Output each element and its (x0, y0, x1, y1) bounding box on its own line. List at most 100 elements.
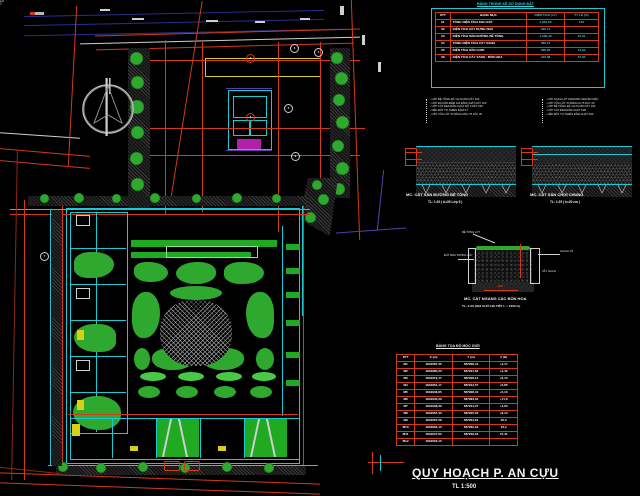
housing-strip[interactable] (70, 212, 128, 434)
table-row[interactable]: M5 1842648,85 587908,44 +5,10 (395, 389, 518, 397)
building-outline (226, 88, 272, 89)
table-row[interactable]: M7 1842638,36 587914,27 +4,60 (395, 403, 518, 411)
cell-item: TỔNG DIỆN TÍCH KHU ĐẤT (449, 19, 528, 27)
cell-y (451, 438, 491, 446)
house-icon (76, 215, 90, 226)
cell-stt: 06 (435, 54, 451, 62)
table-row[interactable]: 01 TỔNG DIỆN TÍCH KHU ĐẤT 2.854,80 100 (435, 19, 599, 27)
cell-z: +8,10 (489, 410, 518, 418)
tree-symbol (180, 463, 190, 473)
cell-y: 587928,12 (451, 375, 491, 383)
street-kerb (10, 209, 310, 210)
callout-bubble[interactable]: 1 (246, 54, 255, 63)
tree-symbol (333, 94, 345, 106)
legend-col-item: HẠNG MỤC (449, 12, 528, 20)
table-row[interactable]: 04 TỔNG DIỆN TÍCH CÂY XANH 368,21 (435, 40, 599, 48)
table-row[interactable]: M8 1842654,40 587925,02 +8,10 (395, 410, 518, 418)
path-edge (282, 226, 283, 416)
table-row[interactable]: M11 1842647,62 587918,04 47,41 (395, 431, 518, 439)
housing-divider (96, 212, 97, 432)
coord-table[interactable]: STT X (m) Y (m) Z (H) M1 1842687,45 5879… (395, 354, 518, 446)
cell-z: +4,42 (489, 368, 518, 376)
cell-z: 23,2 (489, 424, 518, 432)
marker-tag (30, 12, 35, 15)
layer-line (416, 184, 516, 185)
table-row[interactable]: M3 1842672,17 587928,12 +6,10 (395, 375, 518, 383)
table-row[interactable]: 05 DIỆN TÍCH SÂN CHƠI 408,60 14,32 (435, 47, 599, 55)
tree-symbol (335, 72, 348, 85)
table-row[interactable]: M6 1842640,26 587894,04 +71,8 (395, 396, 518, 404)
callout-bubble[interactable]: 5 (284, 104, 293, 113)
kerb-line (302, 196, 303, 316)
highlight-marker (72, 424, 80, 436)
table-row[interactable]: 02 DIỆN TÍCH XÂY DỰNG NHÀ 346,71 (435, 26, 599, 34)
table-row[interactable]: M10 1842662,10 587902,04 23,2 (395, 424, 518, 432)
detail-scale: TL: 1:20 ( A=50 Lớp 8 ) (428, 200, 463, 204)
note-line: - LỚP BÊ TÔNG ĐÁ 1x2 M.200 DÀY 100 (430, 98, 480, 101)
detail-section-playground[interactable]: - LỚP GẠCH LÁT TERAZZO 400x400 MÀU - LỚP… (520, 96, 632, 212)
kerb-block (468, 248, 476, 284)
grid-line (320, 42, 321, 222)
cell-stt: M10 (395, 424, 416, 432)
callout-bubble[interactable]: 6 (291, 152, 300, 161)
hedge (286, 244, 300, 250)
callout-bubble[interactable]: 2 (246, 113, 255, 122)
cell-z: +4,17 (489, 361, 518, 369)
dimension-tick (132, 18, 144, 20)
cell-stt: 04 (435, 40, 451, 48)
cell-area: 346,71 (526, 26, 566, 34)
boundary-line (0, 148, 90, 157)
detail-section-road[interactable]: - LỚP BÊ TÔNG ĐÁ 1x2 M.200 DÀY 100 - LỚP… (404, 96, 516, 212)
planter-symbol (138, 386, 160, 398)
cell-x: 1842661,17 (414, 382, 453, 390)
lawn-band (131, 252, 251, 258)
cell-area: 446,08 (526, 54, 566, 62)
cell-stt: 01 (435, 19, 451, 27)
lawn-blob (134, 262, 168, 282)
callout-bubble[interactable]: 7 (40, 252, 49, 261)
lawn-band (131, 240, 277, 247)
dimension-tick (206, 20, 218, 22)
utility-line (336, 227, 406, 234)
legend-table[interactable]: STT HẠNG MỤC DIỆN TÍCH (m²) TỶ LỆ (%) 01… (435, 12, 599, 62)
hedge (286, 292, 300, 298)
table-row[interactable]: M12 1842623,10 (395, 438, 518, 446)
cell-stt: M3 (395, 375, 416, 383)
callout-label: 10 (0, 0, 4, 3)
table-row[interactable]: 03 DIỆN TÍCH SÂN ĐƯỜNG BÊ TÔNG 1.284,40 … (435, 33, 599, 41)
detail-scale: TL: 1:20 (GHI CHÚ CHI TIẾT L = 1000 m) (462, 304, 521, 308)
note-line: - LỚP ĐÁ DĂM ĐỆM 4x6 ĐẦM CHẶT DÀY 100 (430, 101, 487, 105)
highlight-marker (218, 446, 226, 451)
site-boundary (67, 6, 78, 166)
coord-table-title: BẢNG TỌA ĐỘ MỐC GIỚI (436, 344, 480, 348)
callout-bubble[interactable]: 4 (314, 48, 323, 57)
tree-symbol (336, 116, 349, 129)
level-marker-icon (405, 148, 417, 166)
tree-symbol (40, 194, 49, 203)
site-edge (11, 150, 18, 480)
pergola (166, 246, 258, 258)
cell-z: 20,6 (489, 417, 518, 425)
marker-tag (30, 12, 44, 15)
cell-item: DIỆN TÍCH SÂN ĐƯỜNG BÊ TÔNG (449, 33, 528, 41)
housing-row-lower[interactable] (70, 418, 300, 460)
street-centerline (10, 214, 310, 215)
table-row[interactable]: M1 1842687,45 587906,41 +4,17 (395, 361, 518, 369)
table-row[interactable]: M2 1842685,20 587921,84 +4,42 (395, 368, 518, 376)
table-row[interactable]: M9 1842667,28 587904,81 20,6 (395, 417, 518, 425)
car-symbol (184, 461, 200, 471)
dimension-tick (340, 6, 344, 15)
table-row[interactable]: 06 DIỆN TÍCH CÂY XANH - BỒN HOA 446,08 1… (435, 54, 599, 62)
site-plan[interactable]: 1 2 3 4 5 6 7 10 7 (0, 0, 410, 496)
stair-symbol (237, 139, 261, 149)
central-plaza[interactable] (160, 300, 232, 366)
leader-note: XÂY GẠCH (542, 270, 556, 273)
cell-y: 587904,81 (451, 417, 491, 425)
detail-section-flowerbed[interactable]: 200 ĐẤT MÀU TRỒNG CÂY GẠCH LÁT BÊ TÔNG L… (444, 226, 594, 312)
building-block-upper[interactable] (228, 90, 272, 150)
callout-bubble[interactable]: 3 (290, 44, 299, 53)
table-row[interactable]: M4 1842661,17 587913,57 +5,85 (395, 382, 518, 390)
cell-pct: 45,01 (564, 33, 599, 41)
leader-note: GẠCH LÁT (560, 250, 574, 253)
